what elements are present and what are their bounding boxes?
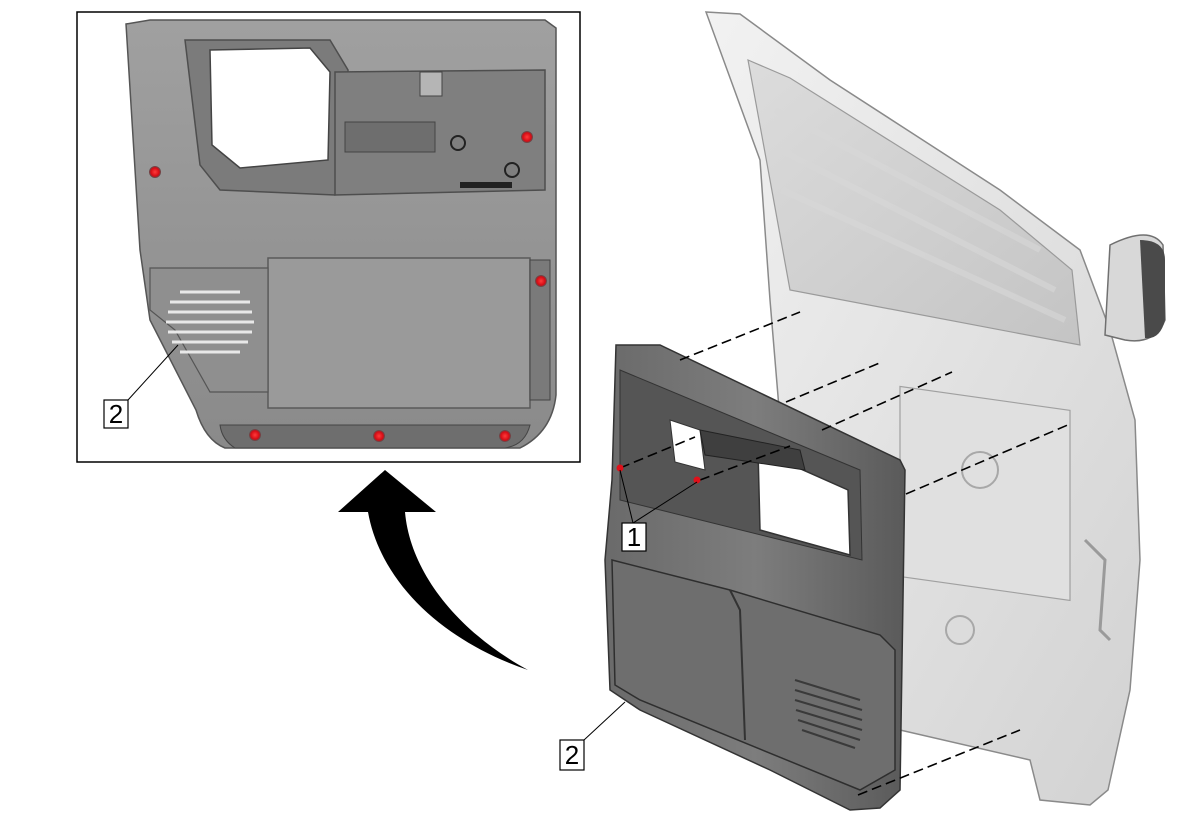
inset-speaker-grille: [166, 290, 254, 354]
door-trim-panel: [604, 344, 906, 811]
inset-callout-label: 2: [109, 399, 123, 429]
red-fastener-dot-icon: [521, 131, 533, 143]
callout-1-label: 1: [627, 522, 641, 552]
trim-speaker-grille: [794, 679, 863, 749]
callout-trim-panel: 2: [559, 701, 626, 771]
callout-1-leader: [632, 481, 698, 524]
inset-lower-plate: [267, 257, 531, 409]
inset-bracket: [419, 71, 443, 97]
red-fastener-dot-icon: [616, 464, 624, 472]
callout-1-box: [621, 522, 647, 552]
callout-2-leader: [583, 701, 626, 741]
red-fastener-dot-icon: [149, 166, 161, 178]
side-mirror-shadow: [1140, 240, 1165, 339]
inset-fastener-markers: [149, 131, 547, 442]
callout-retainer-clips: 1: [619, 469, 698, 552]
trim-clip-markers: [616, 464, 701, 484]
door-shell: [704, 11, 1166, 806]
door-latch-rod: [1083, 538, 1112, 642]
trim-pocket-divider: [729, 589, 746, 741]
curved-arrow-up-icon: [338, 470, 528, 670]
inset-callout-box: [103, 399, 129, 429]
inset-handle-opening: [209, 47, 331, 169]
door-glass-reflection-lines: [773, 107, 1067, 323]
trim-upper-opening: [669, 419, 706, 471]
inset-screw-boss: [504, 162, 520, 178]
inset-side-clip-channel: [529, 259, 551, 401]
inset-switch-bezel: [344, 121, 436, 153]
door-window-glass: [747, 59, 1081, 346]
inset-pull-cup: [334, 69, 546, 196]
inset-callout-leader: [127, 344, 179, 401]
red-fastener-dot-icon: [373, 430, 385, 442]
callout-2-label: 2: [565, 740, 579, 770]
alignment-dashed-lines: [619, 311, 1071, 796]
red-fastener-dot-icon: [249, 429, 261, 441]
red-fastener-dot-icon: [535, 275, 547, 287]
red-fastener-dot-icon: [693, 476, 701, 484]
inset-view: 2: [76, 11, 581, 463]
red-fastener-dot-icon: [499, 430, 511, 442]
inset-slot: [460, 182, 512, 188]
trim-armrest: [699, 429, 806, 471]
callout-1-leader: [619, 469, 634, 524]
door-inner-module: [899, 385, 1071, 602]
door-inner-hole: [945, 615, 975, 645]
callout-2-box: [559, 739, 585, 771]
inset-speaker-housing: [149, 267, 269, 393]
trim-map-pocket: [611, 559, 896, 791]
trim-handle-opening: [757, 448, 851, 556]
inset-screw-boss: [450, 135, 466, 151]
